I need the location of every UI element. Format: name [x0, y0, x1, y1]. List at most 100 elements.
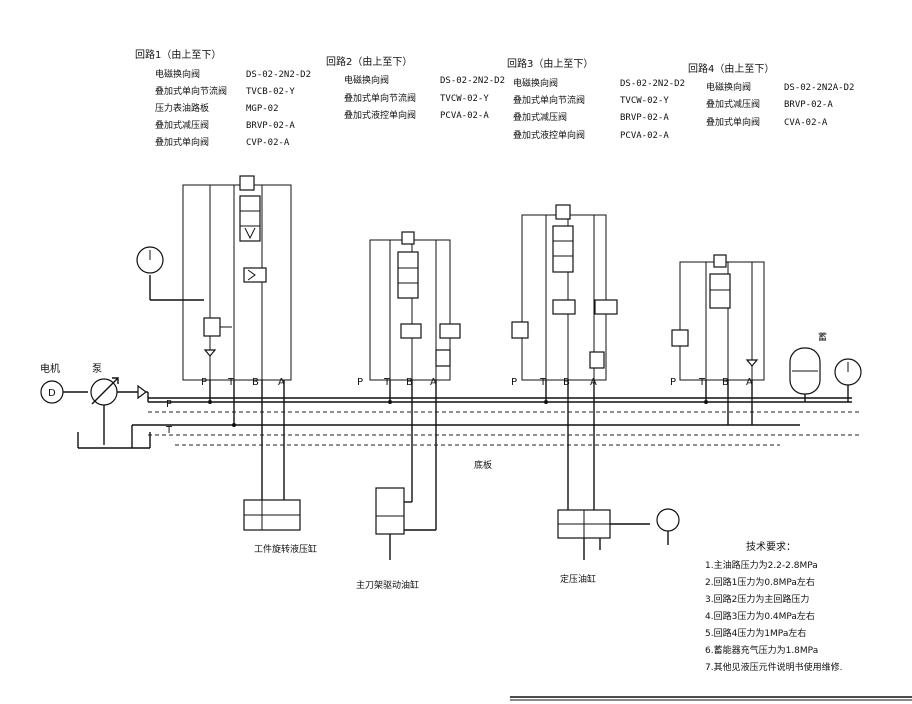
technical-requirements: 技术要求： 1.主油路压力为2.2-2.8MPa 2.回路1压力为0.8MPa左…: [705, 540, 842, 673]
circuit-1-row-1-name: 电磁换向阀: [155, 68, 200, 80]
stack-4-port-t: T: [698, 377, 706, 388]
motor-pump-unit: 电机 D 泵: [40, 362, 151, 449]
circuit-3-row-1-name: 电磁换向阀: [513, 77, 558, 89]
circuit-list-1: 回路1（由上至下） 电磁换向阀 DS-02-2N2-D2 叠加式单向节流阀 TV…: [135, 48, 311, 148]
circuit-list-3: 回路3（由上至下） 电磁换向阀 DS-02-2N2-D2 叠加式单向节流阀 TV…: [507, 57, 685, 141]
circuit-1-row-4-code: BRVP-02-A: [246, 121, 295, 131]
pump-check-valve-icon: [137, 384, 147, 400]
circuit-2-row-2-name: 叠加式单向节流阀: [344, 92, 416, 104]
valve-stack-2: [369, 231, 461, 530]
stack-4-port-a: A: [746, 377, 753, 388]
pump-arrow-head: [112, 377, 119, 384]
stack-2-throttle-check: [400, 323, 422, 339]
stack-3-throttle-check-2: [594, 299, 618, 315]
tech-item-6: 6.蓄能器充气压力为1.8MPa: [705, 644, 818, 656]
pump-label: 泵: [92, 363, 102, 375]
valve-stack-4: [671, 254, 765, 425]
circuit-4-row-2-code: BRVP-02-A: [784, 100, 833, 110]
stack-1-reducing-valve: [203, 317, 221, 337]
main-port-p-label: P: [166, 399, 172, 410]
circuit-2-title: 回路2（由上至下）: [326, 55, 412, 68]
circuit-2-row-3-code: PCVA-02-A: [440, 111, 489, 121]
circuit-1-row-5-name: 叠加式单向阀: [155, 136, 209, 148]
accumulator-label: 蓄: [818, 331, 827, 343]
circuit-3-row-3-code: BRVP-02-A: [620, 113, 669, 123]
stack-2-pilot-check-2: [435, 349, 451, 367]
main-lines: [132, 397, 860, 446]
tech-item-4: 4.回路3压力为0.4MPa左右: [705, 610, 815, 622]
circuit-1-row-3-code: MGP-02: [246, 104, 279, 114]
stack-1-solenoid-a: [239, 175, 255, 191]
circuit-4-row-1-code: DS-02-2N2A-D2: [784, 83, 854, 93]
tech-item-7: 7.其他见液压元件说明书使用维修.: [705, 661, 842, 673]
circuit-1-row-2-code: TVCB-02-Y: [246, 87, 295, 97]
accumulator-unit: 蓄: [789, 331, 862, 402]
cylinder-3-label: 定压油缸: [560, 573, 596, 585]
stack-1-outline: [182, 184, 292, 381]
cylinder-1-label: 工件旋转液压缸: [254, 543, 317, 555]
stack-2-pilot-check: [439, 323, 461, 339]
cylinder-2: [375, 487, 436, 560]
stack-1-port-p: P: [201, 377, 207, 388]
stack-1-check-valve: [203, 349, 217, 357]
motor-label: 电机: [40, 362, 60, 375]
circuit-1-row-2-name: 叠加式单向节流阀: [155, 85, 227, 97]
cylinder-2-body: [375, 487, 405, 535]
circuit-2-row-1-code: DS-02-2N2-D2: [440, 76, 505, 86]
circuit-4-title: 回路4（由上至下）: [688, 62, 774, 75]
stack-2-solenoid-a: [401, 231, 415, 245]
cylinder-3-pressure-gauge-icon: [656, 508, 680, 532]
cylinder-2-label: 主刀架驱动油缸: [356, 579, 419, 591]
stack-3-port-b: B: [563, 377, 570, 388]
circuit-3-row-2-name: 叠加式单向节流阀: [513, 94, 585, 106]
circuit-4-row-3-name: 叠加式单向阀: [706, 116, 760, 128]
stack-1-port-b: B: [252, 377, 259, 388]
stack-2-port-p: P: [357, 377, 363, 388]
circuit-3-row-1-code: DS-02-2N2-D2: [620, 79, 685, 89]
cylinder-3: [557, 509, 650, 560]
stack-3-port-t: T: [539, 377, 547, 388]
stack-4-port-b: B: [722, 377, 729, 388]
circuit-3-row-4-name: 叠加式液控单向阀: [513, 129, 585, 141]
stack-4-port-p: P: [670, 377, 676, 388]
circuit-list-2: 回路2（由上至下） 电磁换向阀 DS-02-2N2-D2 叠加式单向节流阀 TV…: [326, 55, 505, 121]
stack-2-port-b: B: [406, 377, 413, 388]
valve-stack-1: [136, 175, 292, 500]
circuit-2-row-2-code: TVCW-02-Y: [440, 94, 489, 104]
circuit-3-row-4-code: PCVA-02-A: [620, 131, 669, 141]
stack-3-directional-valve: [552, 225, 574, 273]
stack-3-solenoid-a: [555, 204, 571, 220]
circuit-1-row-1-code: DS-02-2N2-D2: [246, 70, 311, 80]
stack-3-port-p: P: [511, 377, 517, 388]
circuit-1-row-5-code: CVP-02-A: [246, 138, 290, 148]
stack-4-solenoid-a: [713, 254, 727, 268]
tech-title: 技术要求：: [746, 540, 796, 553]
tech-item-2: 2.回路1压力为0.8MPa左右: [705, 576, 815, 588]
tech-item-1: 1.主油路压力为2.2-2.8MPa: [705, 559, 818, 571]
motor-letter: D: [48, 388, 56, 399]
stack-1-port-a: A: [278, 377, 285, 388]
circuit-4-row-3-code: CVA-02-A: [784, 118, 828, 128]
circuit-3-row-3-name: 叠加式减压阀: [513, 111, 567, 123]
valve-stack-3: [511, 204, 618, 510]
main-port-t-label: T: [165, 425, 173, 436]
stack-3-port-a: A: [590, 377, 597, 388]
circuit-4-row-2-name: 叠加式减压阀: [706, 98, 760, 110]
stack-4-reducing-valve: [671, 329, 689, 347]
stack-3-reducing-valve: [511, 321, 529, 339]
stack-1-directional-valve: [239, 195, 261, 242]
circuit-3-row-2-code: TVCW-02-Y: [620, 96, 669, 106]
stack-2-port-t: T: [383, 377, 391, 388]
stack-3-throttle-check: [552, 299, 576, 315]
stack-4-directional-valve: [709, 273, 731, 309]
cylinder-1: [243, 499, 301, 531]
circuit-2-row-1-name: 电磁换向阀: [344, 74, 389, 86]
stack-2-port-a: A: [430, 377, 437, 388]
circuit-1-row-4-name: 叠加式减压阀: [155, 119, 209, 131]
plate-label: 底板: [474, 459, 492, 471]
stack-1-port-t: T: [227, 377, 235, 388]
circuit-2-row-3-name: 叠加式液控单向阀: [344, 109, 416, 121]
circuit-1-title: 回路1（由上至下）: [135, 48, 221, 61]
circuit-4-row-1-name: 电磁换向阀: [706, 81, 751, 93]
